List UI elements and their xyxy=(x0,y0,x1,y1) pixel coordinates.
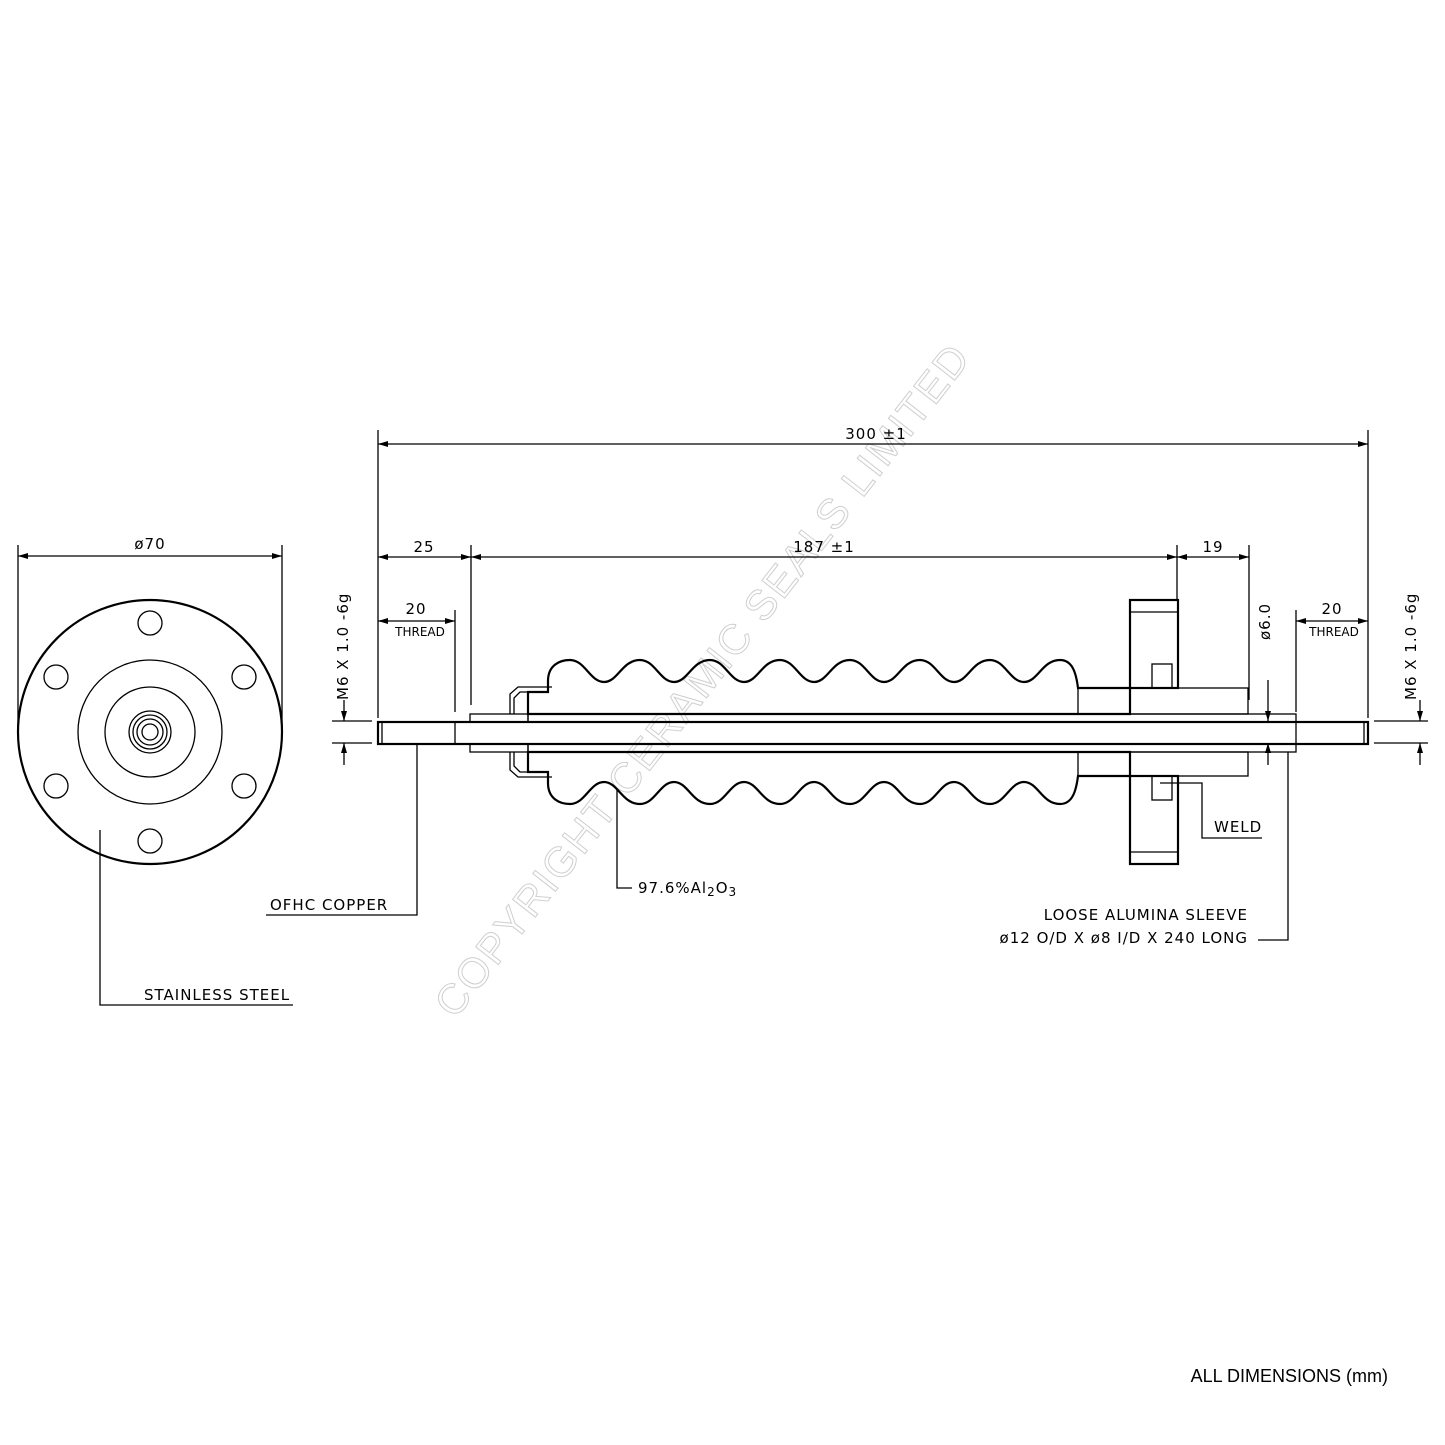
right-thread-dimension: 20 THREAD xyxy=(1295,600,1368,712)
right-flange xyxy=(1077,598,1249,866)
svg-text:25: 25 xyxy=(413,538,434,556)
svg-text:19: 19 xyxy=(1202,538,1223,556)
overall-length-dimension: 300 ±1 xyxy=(377,425,1369,718)
left-thread-dimension: 20 THREAD xyxy=(378,600,456,712)
svg-text:187 ±1: 187 ±1 xyxy=(793,538,855,556)
loose-sleeve-callout: LOOSE ALUMINA SLEEVE ø12 O/D X ø8 I/D X … xyxy=(1000,752,1289,947)
bolt-holes xyxy=(43,610,257,854)
svg-text:300 ±1: 300 ±1 xyxy=(845,425,907,443)
left-thread-spec: M6 X 1.0 -6g xyxy=(332,593,372,765)
flange-diameter-dimension: ø70 xyxy=(17,535,283,728)
svg-text:ALL DIMENSIONS (mm): ALL DIMENSIONS (mm) xyxy=(1191,1366,1388,1386)
conductor-diameter-dimension: ø6.0 xyxy=(1256,603,1274,765)
right-thread-spec: M6 X 1.0 -6g xyxy=(1374,593,1428,765)
ofhc-copper-callout: OFHC COPPER xyxy=(266,744,418,916)
svg-text:ø12 O/D X ø8 I/D X 240 LONG: ø12 O/D X ø8 I/D X 240 LONG xyxy=(1000,929,1248,947)
svg-text:M6 X 1.0 -6g: M6 X 1.0 -6g xyxy=(1402,593,1420,700)
svg-text:M6 X 1.0 -6g: M6 X 1.0 -6g xyxy=(334,593,352,700)
svg-text:THREAD: THREAD xyxy=(394,625,445,639)
svg-text:ø70: ø70 xyxy=(134,535,165,553)
svg-text:THREAD: THREAD xyxy=(1308,625,1359,639)
svg-text:ø6.0: ø6.0 xyxy=(1256,603,1274,640)
segment-dimensions: 25 187 ±1 19 xyxy=(378,538,1250,705)
ceramic-insulator xyxy=(526,658,1132,806)
units-note: ALL DIMENSIONS (mm) xyxy=(1191,1366,1388,1386)
end-view-flange xyxy=(16,598,284,866)
center-conductor xyxy=(376,720,1370,746)
svg-text:20: 20 xyxy=(1321,600,1342,618)
svg-text:STAINLESS STEEL: STAINLESS STEEL xyxy=(144,986,290,1004)
svg-text:97.6%Al2O3: 97.6%Al2O3 xyxy=(638,879,737,899)
alumina-callout: 97.6%Al2O3 xyxy=(616,790,737,899)
weld-callout: WELD xyxy=(1160,782,1262,839)
svg-text:20: 20 xyxy=(405,600,426,618)
svg-text:LOOSE ALUMINA SLEEVE: LOOSE ALUMINA SLEEVE xyxy=(1044,906,1248,924)
svg-text:OFHC COPPER: OFHC COPPER xyxy=(270,896,388,914)
left-end-cap xyxy=(469,686,552,778)
svg-text:WELD: WELD xyxy=(1214,818,1262,836)
stainless-steel-callout: STAINLESS STEEL xyxy=(99,830,293,1006)
